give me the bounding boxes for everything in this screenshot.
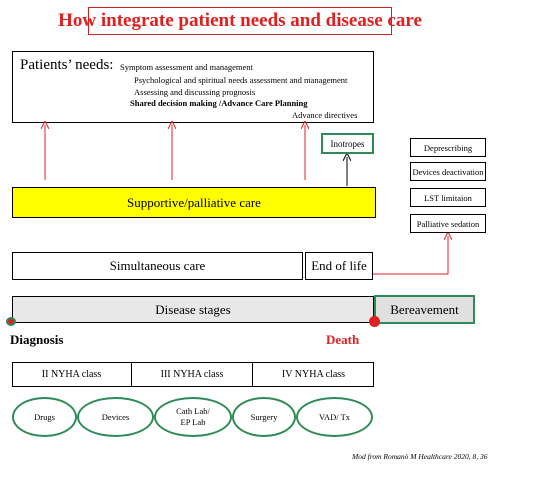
devices-deactivation-box: Devices deactivation xyxy=(410,162,486,181)
supportive-care-bar: Supportive/palliative care xyxy=(12,187,376,218)
therapy-surgery: Surgery xyxy=(232,397,296,437)
nyha-class-bar xyxy=(12,362,374,387)
therapy-vad-tx: VAD/ Tx xyxy=(296,397,373,437)
inotropes-box: Inotropes xyxy=(321,133,374,154)
source-credit: Mod from Romanò M Healthcare 2020, 8, 36 xyxy=(352,452,488,461)
diagnosis-marker xyxy=(6,317,16,326)
lst-limitation-box: LST limitaion xyxy=(410,188,486,207)
nyha-class-iv: IV NYHA class xyxy=(252,362,374,387)
need-item: Psychological and spiritual needs assess… xyxy=(134,75,348,85)
deprescribing-box: Deprescribing xyxy=(410,138,486,157)
need-item: Shared decision making /Advance Care Pla… xyxy=(130,98,308,108)
need-item: Symptom assessment and management xyxy=(120,62,253,72)
bereavement-box: Bereavement xyxy=(374,295,475,324)
palliative-sedation-box: Palliative sedation xyxy=(410,214,486,233)
therapy-drugs: Drugs xyxy=(12,397,77,437)
therapy-devices: Devices xyxy=(77,397,154,437)
patient-needs-heading: Patients’ needs: xyxy=(20,57,114,73)
death-label: Death xyxy=(326,332,360,347)
diagnosis-label: Diagnosis xyxy=(10,332,64,347)
disease-stages-bar: Disease stages xyxy=(12,296,374,323)
nyha-class-iii: III NYHA class xyxy=(131,362,252,387)
diagram-title: How integrate patient needs and disease … xyxy=(58,7,422,35)
patient-needs-box xyxy=(12,51,374,123)
need-item: Assessing and discussing prognosis xyxy=(134,87,256,97)
death-marker xyxy=(369,316,380,327)
need-item: Advance directives xyxy=(292,110,358,120)
therapy-cath-lab: Cath Lab/ EP Lab xyxy=(154,397,232,437)
nyha-class-ii: II NYHA class xyxy=(41,369,102,380)
simultaneous-care-bar: Simultaneous care xyxy=(12,252,303,280)
end-of-life-arrow xyxy=(373,236,448,275)
end-of-life-bar: End of life xyxy=(305,252,373,280)
